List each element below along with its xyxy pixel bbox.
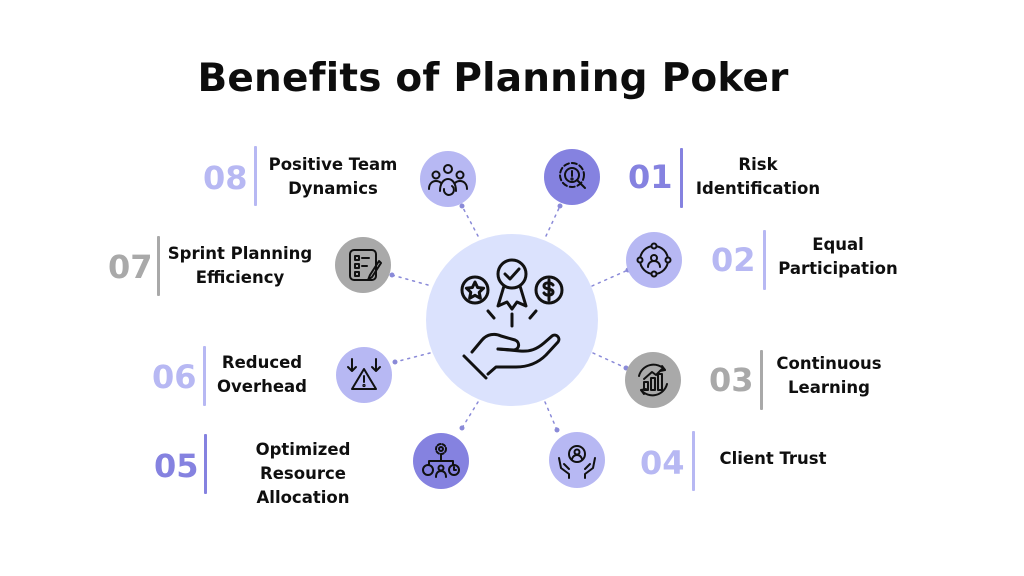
benefit-05-icon-circle xyxy=(413,433,469,489)
benefit-08-divider xyxy=(254,146,257,206)
benefit-06-number: 06 xyxy=(152,358,197,396)
benefit-08-number: 08 xyxy=(203,159,248,197)
care-hands-icon xyxy=(558,445,596,479)
benefit-04-label: Client Trust xyxy=(719,449,827,468)
benefit-02-divider xyxy=(763,230,766,290)
benefit-05-divider xyxy=(204,434,207,494)
benefit-04-number: 04 xyxy=(640,444,685,482)
benefit-01-icon-circle xyxy=(544,149,600,205)
benefit-02-number: 02 xyxy=(711,241,756,279)
benefit-03-number: 03 xyxy=(709,361,754,399)
network-people-icon xyxy=(636,242,672,278)
benefit-02-icon-circle xyxy=(626,232,682,288)
resource-allocation-icon xyxy=(422,443,460,478)
benefit-06-divider xyxy=(203,346,206,406)
checklist-icon xyxy=(349,249,382,281)
benefit-07-number: 07 xyxy=(108,248,153,286)
benefit-03-icon-circle xyxy=(625,352,681,408)
reward-hand-icon xyxy=(460,258,564,380)
benefit-05-number: 05 xyxy=(154,447,199,485)
warning-reduce-icon xyxy=(347,358,381,390)
benefit-04-divider xyxy=(692,431,695,491)
page-title: Benefits of Planning Poker xyxy=(197,56,789,101)
benefit-07-icon-circle xyxy=(335,237,391,293)
benefit-01-number: 01 xyxy=(628,158,673,196)
benefit-04-icon-circle xyxy=(549,432,605,488)
benefit-01-divider xyxy=(680,148,683,208)
benefit-03-divider xyxy=(760,350,763,410)
benefit-06-icon-circle xyxy=(336,347,392,403)
team-icon xyxy=(428,164,468,196)
growth-cycle-icon xyxy=(638,363,668,397)
benefit-07-divider xyxy=(157,236,160,296)
risk-search-icon xyxy=(559,162,586,189)
benefit-08-icon-circle xyxy=(420,151,476,207)
hub-circle xyxy=(426,234,598,406)
